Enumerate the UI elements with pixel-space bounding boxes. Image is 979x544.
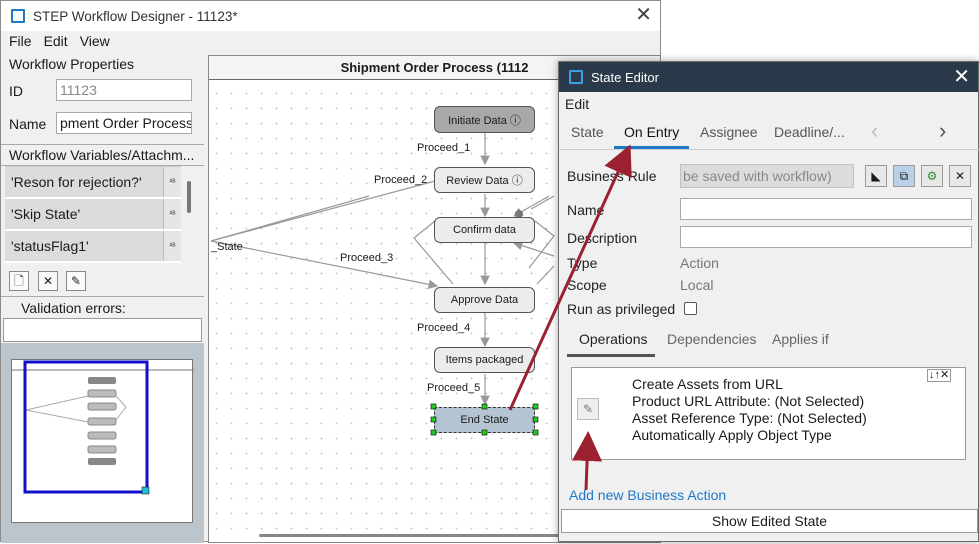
- menu-edit[interactable]: Edit: [565, 96, 590, 112]
- list-item[interactable]: 'Skip State'ᴬᴮ: [5, 199, 181, 230]
- validation-errors-field: [3, 318, 202, 342]
- overview-map[interactable]: [11, 359, 194, 523]
- state-editor-title: State Editor: [591, 69, 659, 85]
- variables-label: Workflow Variables/Attachm...: [9, 147, 195, 163]
- operation-item[interactable]: Create Assets from URL Product URL Attri…: [632, 376, 867, 443]
- subtab-operations[interactable]: Operations: [579, 331, 648, 347]
- tab-assignee[interactable]: Assignee: [700, 124, 758, 140]
- subtab-applies-if[interactable]: Applies if: [772, 331, 829, 347]
- text-type-icon: ᴬᴮ: [163, 167, 181, 197]
- scope-value: Local: [680, 277, 714, 293]
- edge-label: Proceed_5: [427, 382, 481, 394]
- scope-label: Scope: [567, 277, 607, 293]
- main-titlebar[interactable]: STEP Workflow Designer - 11123* ✕: [1, 1, 660, 31]
- node-approve-data[interactable]: Approve Data: [434, 287, 535, 313]
- type-value: Action: [680, 255, 719, 271]
- business-rule-field: be saved with workflow): [680, 164, 854, 188]
- main-window-title: STEP Workflow Designer - 11123*: [33, 8, 238, 24]
- type-label: Type: [567, 255, 598, 271]
- variables-scrollbar[interactable]: [187, 181, 191, 213]
- canvas-scrollbar[interactable]: [259, 534, 579, 537]
- overview-thumbnail: [12, 360, 194, 495]
- overview-panel: [1, 343, 204, 543]
- close-icon[interactable]: ✕: [953, 66, 970, 88]
- delete-variable-button[interactable]: ✕: [38, 271, 58, 291]
- tab-state[interactable]: State: [571, 124, 604, 140]
- tab-prev-icon[interactable]: ‹: [871, 118, 879, 143]
- privileged-checkbox[interactable]: [684, 302, 697, 315]
- name-label: Name: [9, 116, 47, 132]
- text-type-icon: ᴬᴮ: [163, 231, 181, 261]
- edge-label: Proceed_2: [374, 174, 428, 186]
- left-panel: Workflow Properties ID 11123 Name pment …: [1, 53, 204, 543]
- privileged-label: Run as privileged: [567, 301, 676, 317]
- validation-errors-label: Validation errors:: [21, 300, 126, 316]
- add-variable-button[interactable]: 🗋: [9, 271, 29, 291]
- edge-label: Proceed_3: [340, 252, 394, 264]
- node-end-state[interactable]: End State: [434, 407, 535, 433]
- add-business-action-link[interactable]: Add new Business Action: [569, 487, 727, 503]
- menu-edit[interactable]: Edit: [43, 33, 68, 49]
- name-field[interactable]: [680, 198, 972, 220]
- copy-rule-icon[interactable]: ⧉: [893, 165, 915, 187]
- app-icon: [569, 70, 583, 84]
- node-items-packaged[interactable]: Items packaged: [434, 347, 535, 373]
- node-confirm-data[interactable]: Confirm data: [434, 217, 535, 243]
- subtab-dependencies[interactable]: Dependencies: [667, 331, 757, 347]
- settings-icon[interactable]: ⚙: [921, 165, 943, 187]
- edge-label: Proceed_4: [417, 322, 471, 334]
- operations-list: ✎ Create Assets from URL Product URL Att…: [571, 367, 966, 460]
- business-rule-label: Business Rule: [567, 168, 657, 184]
- clear-rule-icon[interactable]: ✕: [949, 165, 971, 187]
- description-field[interactable]: [680, 226, 972, 248]
- text-type-icon: ᴬᴮ: [163, 199, 181, 229]
- select-rule-icon[interactable]: ◣: [865, 165, 887, 187]
- id-label: ID: [9, 83, 23, 99]
- menu-view[interactable]: View: [79, 33, 110, 49]
- tab-deadline[interactable]: Deadline/...: [774, 124, 845, 140]
- edit-variable-button[interactable]: ✎: [66, 271, 86, 291]
- active-tab-indicator: [614, 146, 689, 149]
- reorder-controls[interactable]: ↓↑✕: [927, 369, 952, 382]
- show-edited-state-button[interactable]: Show Edited State: [561, 509, 978, 533]
- list-item[interactable]: 'statusFlag1'ᴬᴮ: [5, 231, 181, 262]
- tab-next-icon[interactable]: ›: [939, 118, 947, 143]
- name-field[interactable]: pment Order Process: [56, 112, 192, 134]
- name-label: Name: [567, 202, 605, 218]
- edge-label: Proceed_1: [417, 142, 471, 154]
- close-icon[interactable]: ✕: [635, 4, 652, 26]
- id-field[interactable]: 11123: [56, 79, 192, 101]
- edge-label: _State: [211, 241, 243, 253]
- app-icon: [11, 9, 25, 23]
- selection-handles[interactable]: [429, 402, 541, 438]
- list-item[interactable]: 'Reson for rejection?'ᴬᴮ: [5, 167, 181, 198]
- active-subtab-indicator: [567, 354, 655, 357]
- node-initiate-data[interactable]: Initiate Data ⓘ: [434, 106, 535, 133]
- workflow-properties-label: Workflow Properties: [9, 56, 135, 72]
- state-editor-titlebar[interactable]: State Editor ✕: [559, 62, 978, 92]
- edit-pencil-icon[interactable]: ✎: [577, 398, 599, 420]
- description-label: Description: [567, 230, 638, 246]
- state-editor-dialog: State Editor ✕ Edit State On Entry Assig…: [558, 61, 979, 542]
- menu-file[interactable]: File: [9, 33, 32, 49]
- main-menubar: File Edit View: [1, 33, 114, 53]
- variables-list: 'Reson for rejection?'ᴬᴮ 'Skip State'ᴬᴮ …: [5, 166, 181, 263]
- node-review-data[interactable]: Review Data ⓘ: [434, 167, 535, 193]
- tab-on-entry[interactable]: On Entry: [624, 124, 680, 140]
